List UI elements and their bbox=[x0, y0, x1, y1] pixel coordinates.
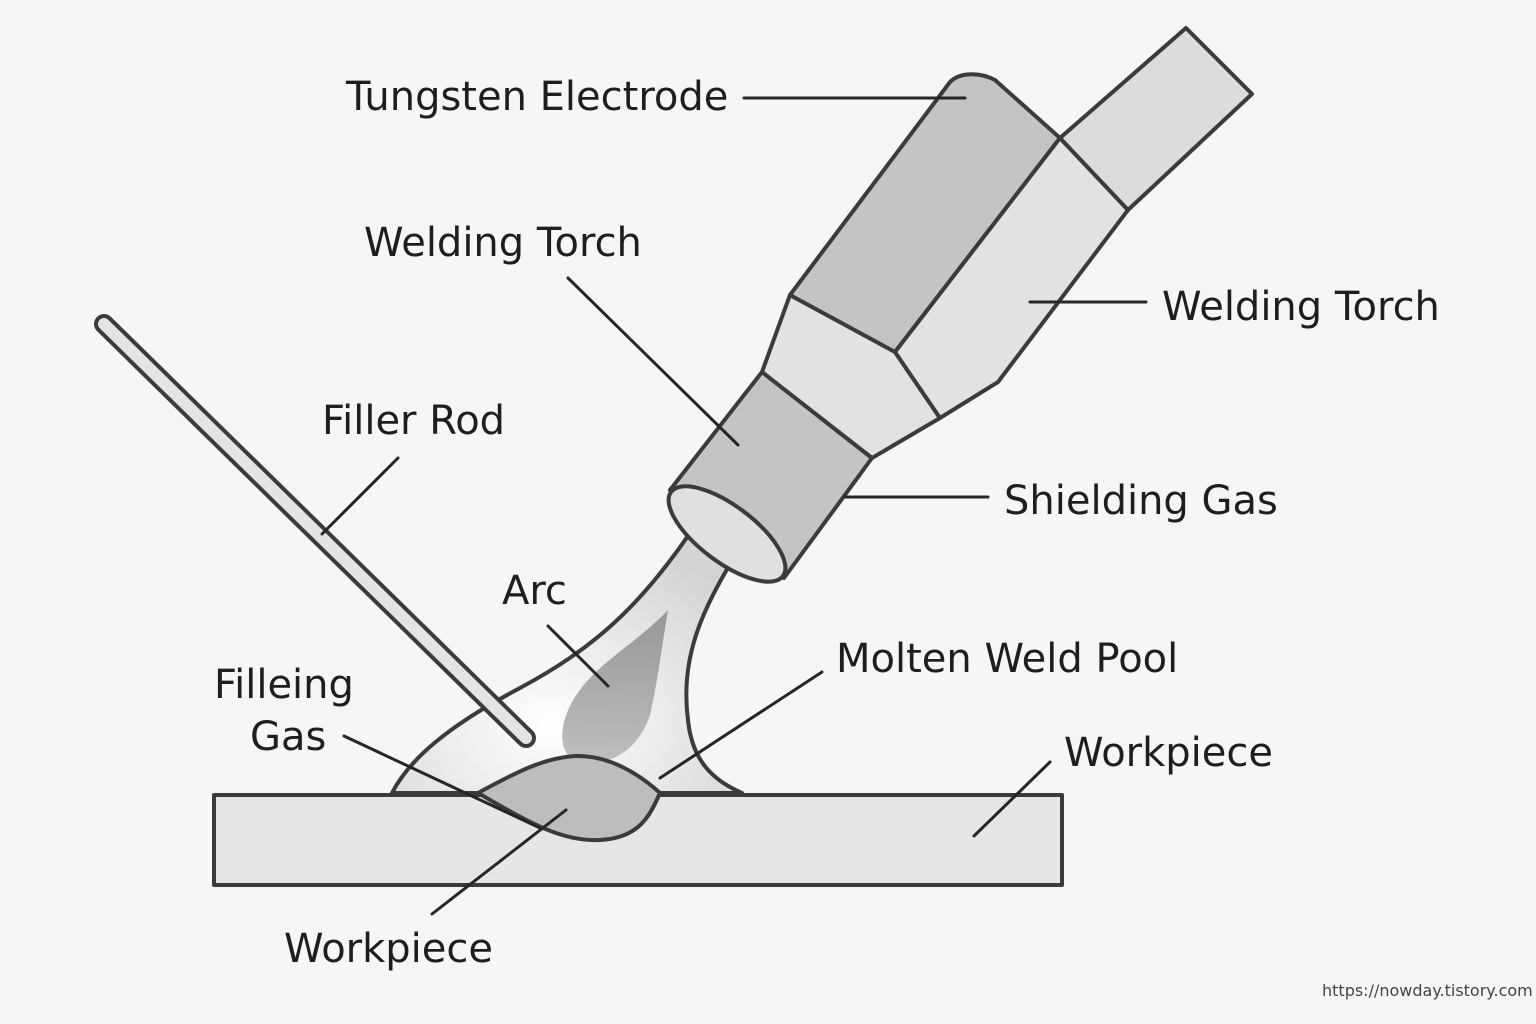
label-shielding-gas: Shielding Gas bbox=[1004, 478, 1278, 524]
source-credit: https://nowday.tistory.com bbox=[1322, 981, 1533, 1000]
torch-body-side bbox=[893, 136, 1130, 420]
label-tungsten-electrode: Tungsten Electrode bbox=[345, 74, 728, 120]
arc-core bbox=[562, 610, 668, 763]
molten-weld-pool bbox=[476, 753, 662, 843]
leader-welding-torch-upper bbox=[566, 276, 740, 447]
label-arc: Arc bbox=[502, 568, 567, 614]
label-workpiece-right: Workpiece bbox=[1064, 730, 1273, 776]
label-welding-torch-right: Welding Torch bbox=[1162, 284, 1440, 330]
leader-molten-weld-pool bbox=[658, 670, 824, 780]
torch-cable bbox=[1058, 26, 1254, 212]
leader-workpiece-right bbox=[972, 760, 1052, 838]
label-welding-torch-upper: Welding Torch bbox=[364, 220, 642, 266]
filler-rod bbox=[94, 314, 536, 748]
label-filleing-line2: Gas bbox=[250, 714, 326, 760]
leader-filleing-gas bbox=[342, 734, 542, 830]
label-workpiece-bottom: Workpiece bbox=[284, 926, 493, 972]
label-filleing-line1: Filleing bbox=[214, 662, 354, 708]
torch-body-front bbox=[788, 72, 1062, 354]
label-filler-rod: Filler Rod bbox=[322, 398, 505, 444]
torch-nozzle bbox=[666, 370, 874, 584]
leader-arc bbox=[546, 624, 610, 688]
leader-filler-rod bbox=[320, 456, 400, 536]
leader-workpiece-bottom bbox=[430, 808, 568, 916]
label-molten-weld-pool: Molten Weld Pool bbox=[836, 636, 1178, 682]
